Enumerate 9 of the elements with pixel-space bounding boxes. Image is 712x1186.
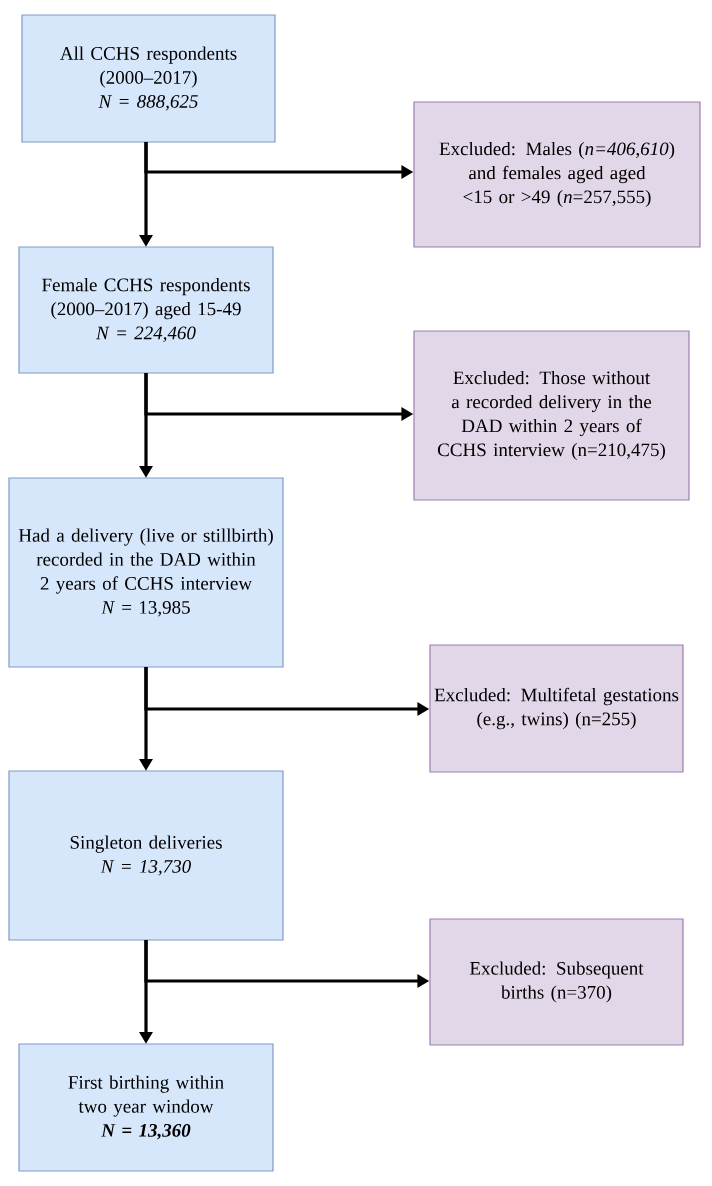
flow-box: Singleton deliveries N = 13,730 xyxy=(8,770,284,941)
flow-box: All CCHS respondents (2000–2017) N = 888,625 xyxy=(21,14,276,143)
exclusion-box: Excluded: Subsequent births (n=370) xyxy=(429,918,684,1046)
exclusion-box: Excluded: Multifetal gestations (e.g., twins) (n=255) xyxy=(429,644,684,773)
flow-box: Had a delivery (live or stillbirth) recorded in the DAD within 2 years of CCHS interview N = 13,985 xyxy=(8,477,284,668)
flow-box: First birthing within two year window N = 13,360 xyxy=(18,1043,274,1172)
flow-box: Female CCHS respondents (2000–2017) aged 15-49 N = 224,460 xyxy=(18,246,274,374)
exclusion-box: Excluded: Males (n=406,610) and females aged aged <15 or >49 (n=257,555) xyxy=(413,101,701,248)
exclusion-box: Excluded: Those without a recorded delivery in the DAD within 2 years of CCHS interview (n=210,475) xyxy=(413,330,690,501)
